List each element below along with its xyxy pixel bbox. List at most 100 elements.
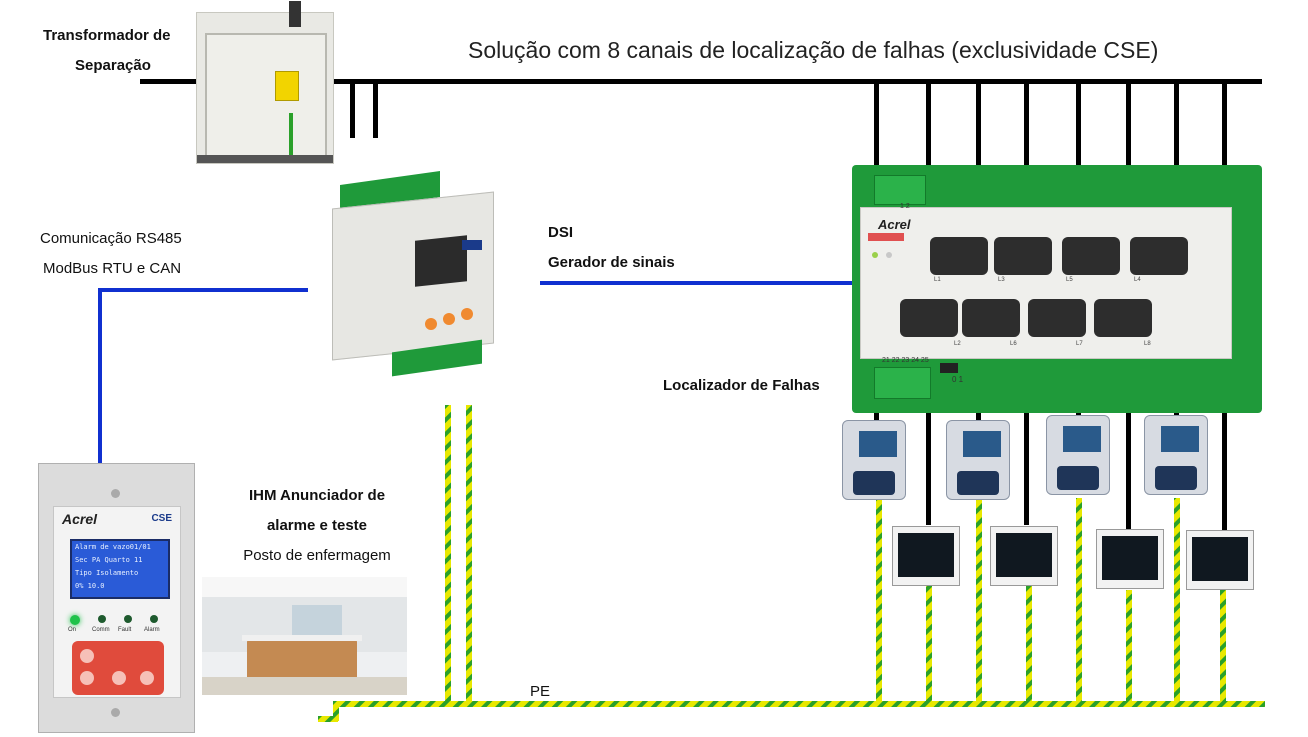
infusion-pump-4 — [1144, 415, 1208, 495]
locator-channel-label-l1: L1 — [934, 277, 941, 283]
photo-floor — [202, 677, 407, 695]
dsi-device — [330, 170, 500, 377]
photo-window — [292, 605, 342, 635]
hmi-key-up[interactable] — [80, 649, 94, 663]
transformer-ground-wire — [289, 113, 293, 158]
transformer-label-line2: Separação — [75, 57, 151, 74]
hmi-lcd-line-2: Sec PA Quarto 11 — [75, 556, 143, 564]
hmi-led-label-alarm: Alarm — [144, 627, 160, 633]
hmi-brand: Acrel — [62, 511, 98, 527]
hmi-lcd: Alarm de vazo01/01 Sec PA Quarto 11 Tipo… — [70, 539, 170, 599]
hmi-keypad — [72, 641, 164, 695]
locator-model-tag — [868, 233, 904, 241]
hmi-key-ok[interactable] — [112, 671, 126, 685]
locator-ct-l3 — [994, 237, 1052, 275]
locator-switch — [940, 363, 958, 373]
locator-terminal-top-label: 1 2 — [900, 203, 910, 210]
monitor-screen — [898, 533, 954, 577]
locator-channel-label-l7: L7 — [1076, 341, 1083, 347]
photo-ceiling — [202, 577, 407, 597]
monitor-screen — [996, 533, 1052, 577]
pe-label: PE — [530, 683, 551, 700]
hmi-label-line3: Posto de enfermagem — [243, 547, 391, 564]
pump-front — [853, 471, 895, 495]
locator-channel-label-l6: L6 — [1010, 341, 1017, 347]
transformer-cable — [289, 1, 301, 27]
locator-device: 1 2 21 22 23 24 25 0 1 Acrel L1 L3 L5 L4… — [852, 165, 1262, 413]
pump-front — [1057, 466, 1099, 490]
locator-led-comm — [886, 252, 892, 258]
locator-channel-label-l2: L2 — [954, 341, 961, 347]
pe-lines — [318, 405, 1265, 722]
dsi-logo — [462, 240, 482, 250]
locator-ct-l2 — [900, 299, 958, 337]
hmi-led-on — [70, 615, 80, 625]
dsi-button-3 — [461, 308, 473, 320]
dsi-label-line1: DSI — [548, 224, 574, 241]
transformer-warning-icon — [275, 71, 299, 101]
hmi-led-comm — [98, 615, 106, 623]
locator-led-column — [870, 250, 900, 345]
locator-switch-label: 0 1 — [952, 375, 964, 384]
comm-label-line2: ModBus RTU e CAN — [43, 260, 182, 277]
pump-screen — [1161, 426, 1199, 452]
transformer-box-frame — [205, 33, 327, 157]
dsi-label-line2: Gerador de sinais — [548, 254, 675, 271]
comm-label: Comunicação RS485 ModBus RTU e CAN — [40, 224, 182, 284]
locator-brand: Acrel — [878, 217, 911, 232]
diagram-title: Solução com 8 canais de localização de f… — [468, 37, 1159, 63]
photo-counter-top — [242, 635, 362, 641]
locator-bottom-terminal — [874, 367, 931, 399]
locator-channel-label-l3: L3 — [998, 277, 1005, 283]
infusion-pump-2 — [946, 420, 1010, 500]
locator-ct-l7 — [1028, 299, 1086, 337]
hmi-label-line2: alarme e teste — [266, 517, 368, 534]
locator-led-on — [872, 252, 878, 258]
hmi-label-line1: IHM Anunciador de — [248, 487, 386, 504]
photo-counter — [247, 639, 357, 683]
hmi-led-label-on: On — [68, 627, 77, 633]
comm-lines — [98, 281, 860, 463]
pump-screen — [963, 431, 1001, 457]
locator-terminal-bottom-label: 21 22 23 24 25 — [882, 357, 929, 364]
infusion-pump-3 — [1046, 415, 1110, 495]
transformer-label: Transformador de Separação — [43, 21, 171, 81]
transformer-image — [196, 1, 334, 164]
dsi-display — [415, 235, 467, 287]
pump-front — [1155, 466, 1197, 490]
hmi-screw-top — [111, 489, 120, 498]
transformer-label-line1: Transformador de — [43, 27, 171, 44]
patient-monitor-1 — [892, 526, 960, 586]
dsi-label: DSI Gerador de sinais — [548, 218, 675, 278]
monitor-screen — [1102, 536, 1158, 580]
locator-ct-l1 — [930, 237, 988, 275]
locator-label: Localizador de Falhas — [663, 377, 820, 394]
locator-ct-l5 — [1062, 237, 1120, 275]
hmi-screw-bottom — [111, 708, 120, 717]
dsi-body — [332, 191, 494, 361]
hmi-lcd-line-4: 0% 10.0 — [75, 582, 105, 590]
hmi-lcd-line-1: Alarm de vazo01/01 — [75, 543, 151, 551]
infusion-pump-1 — [842, 420, 906, 500]
dsi-button-1 — [425, 318, 437, 330]
locator-channel-label-l4: L4 — [1134, 277, 1141, 283]
pump-front — [957, 471, 999, 495]
locator-ct-l8 — [1094, 299, 1152, 337]
hmi-panel: Acrel CSE Alarm de vazo01/01 Sec PA Quar… — [38, 463, 195, 733]
pump-screen — [1063, 426, 1101, 452]
patient-monitor-2 — [990, 526, 1058, 586]
hmi-key-left[interactable] — [80, 671, 94, 685]
pump-screen — [859, 431, 897, 457]
monitor-screen — [1192, 537, 1248, 581]
hmi-label: IHM Anunciador de alarme e teste Posto d… — [222, 481, 412, 571]
hmi-face: Acrel CSE Alarm de vazo01/01 Sec PA Quar… — [53, 506, 181, 698]
nurse-station-photo — [202, 577, 407, 695]
locator-ct-l6 — [962, 299, 1020, 337]
hmi-lcd-line-3: Tipo Isolamento — [75, 569, 139, 577]
locator-ct-l4 — [1130, 237, 1188, 275]
comm-label-line1: Comunicação RS485 — [40, 230, 182, 247]
locator-top-terminal — [874, 175, 926, 205]
patient-monitor-4 — [1186, 530, 1254, 590]
hmi-key-down[interactable] — [140, 671, 154, 685]
locator-channel-label-l5: L5 — [1066, 277, 1073, 283]
